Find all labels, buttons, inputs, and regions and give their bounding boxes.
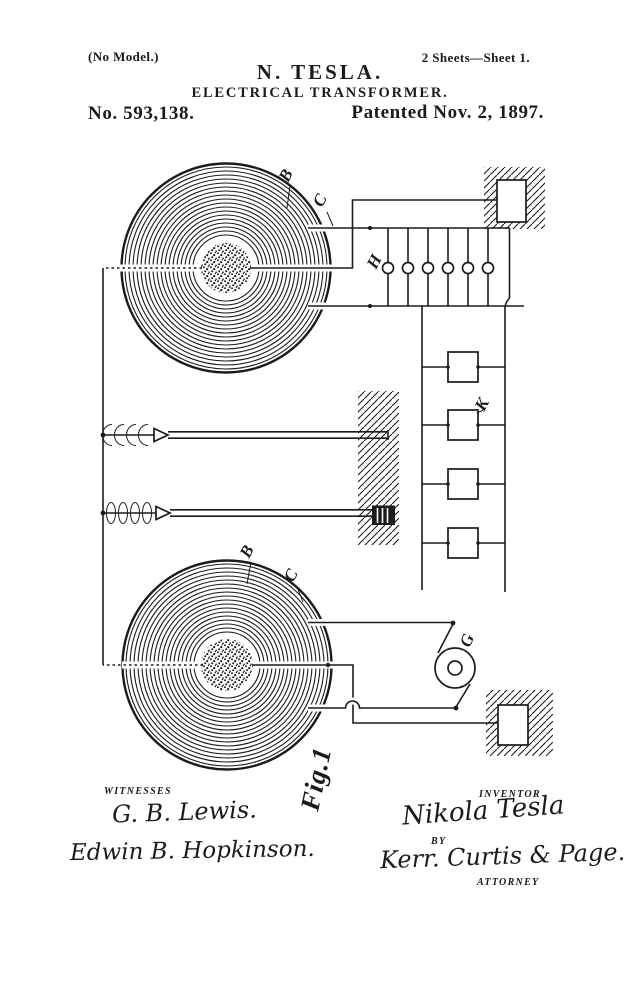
lamp-icon <box>401 261 415 275</box>
witness-signature-1: G. B. Lewis. <box>111 795 258 829</box>
buried-terminal <box>372 505 395 525</box>
by-label: BY <box>431 836 447 847</box>
attorney-heading: ATTORNEY <box>477 877 540 888</box>
bottom-spiral-coil: B C G <box>103 542 497 771</box>
label-belt-motor-g: G <box>456 631 478 650</box>
invention-title: ELECTRICAL TRANSFORMER. <box>191 85 449 101</box>
label-coil-top-b: B <box>274 166 297 186</box>
motor-box <box>447 351 479 383</box>
lamp-bank: H <box>362 226 495 308</box>
wire-to-belt-bottom <box>308 700 455 709</box>
figure-caption: Fig.1 <box>294 744 337 814</box>
witness-signature-2: Edwin B. Hopkinson. <box>69 835 315 867</box>
wire-center-to-ground-bottom <box>252 664 497 724</box>
lamp-icon <box>461 261 475 275</box>
motor-box <box>447 527 479 559</box>
motor-box <box>447 409 479 441</box>
wire-center-to-ground <box>250 199 497 269</box>
lamp-icon <box>481 261 495 275</box>
label-coil-bottom-b: B <box>235 542 258 562</box>
motor-bank: K <box>422 351 505 559</box>
patent-number: No. 593,138. <box>88 103 195 124</box>
lamp-icon <box>441 261 455 275</box>
inventor-heading: INVENTOR <box>479 789 541 800</box>
motor-box <box>447 468 479 500</box>
lamp-icon <box>381 261 395 275</box>
witnesses-heading: WITNESSES <box>104 786 172 797</box>
sheet-info: 2 Sheets—Sheet 1. <box>421 50 530 65</box>
no-model-note: (No Model.) <box>88 49 159 64</box>
ground-plate-bottom <box>486 690 553 756</box>
insulator-cap <box>155 505 173 521</box>
label-coil-bottom-c: C <box>280 565 302 585</box>
insulator-cap <box>153 427 171 443</box>
coil-core-top <box>201 243 251 293</box>
inventor-name-heading: N. TESLA. <box>256 60 384 84</box>
lamp-icon <box>421 261 435 275</box>
patent-date: Patented Nov. 2, 1897. <box>351 102 544 123</box>
coil-core-bottom <box>201 639 253 691</box>
ground-plate-top <box>484 167 545 229</box>
feeder-and-earth-wall <box>100 268 399 665</box>
top-spiral-coil: B C <box>103 162 524 374</box>
